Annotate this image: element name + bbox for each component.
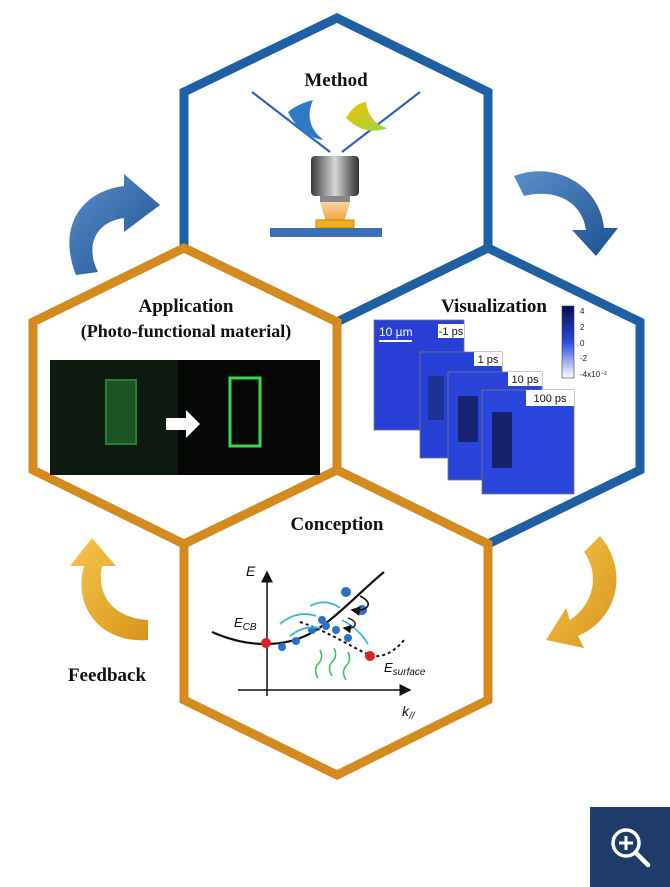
cycle-arrow-top-right <box>514 171 618 256</box>
application-title-line1: Application <box>138 296 233 317</box>
method-title: Method <box>304 70 368 91</box>
axis-x-label-sub: // <box>408 711 416 722</box>
axis-x-label-main: k <box>402 703 410 719</box>
conception-hexagon <box>179 464 493 781</box>
colorbar-tick-3: -2 <box>580 354 588 363</box>
surface-minimum-dot <box>365 651 375 661</box>
emission-arrows <box>314 647 351 681</box>
frame-4-label: 100 ps <box>533 393 567 405</box>
zoom-in-icon <box>611 828 651 868</box>
axis-x-label: k// <box>402 703 416 722</box>
ecb-label-main: E <box>234 615 243 630</box>
colorbar-tick-2: 0 <box>580 339 585 348</box>
relaxation-arrows <box>279 601 369 645</box>
energy-relaxation-arrow-2 <box>342 617 356 634</box>
colorbar: 4 2 0 -2 -4x10⁻² <box>561 305 607 379</box>
colorbar-tick-0: 4 <box>580 307 585 316</box>
axis-y-label: E <box>246 563 256 579</box>
cb-minimum-dot <box>261 638 271 648</box>
colorbar-tick-4: -4x10⁻² <box>580 370 607 379</box>
visualization-title: Visualization <box>441 296 547 317</box>
transient-image-stack: 10 µm -1 ps 1 ps 10 ps 100 ps <box>373 319 575 495</box>
ecb-label-sub: CB <box>243 622 257 633</box>
zoom-button[interactable] <box>590 807 670 887</box>
esurface-label: Esurface <box>384 660 426 678</box>
optical-setup-icon <box>251 91 421 237</box>
scale-bar-label: 10 µm <box>379 325 413 339</box>
energy-relaxation-arrow <box>350 595 369 616</box>
colorbar-tick-1: 2 <box>580 323 585 332</box>
conception-title: Conception <box>291 514 384 535</box>
cycle-arrow-bottom-left <box>70 538 148 641</box>
frame-3-label: 10 ps <box>512 374 539 386</box>
cycle-arrow-top-left <box>69 174 160 275</box>
esurface-label-sub: surface <box>393 667 426 678</box>
application-title-line2: (Photo-functional material) <box>81 321 291 342</box>
esurface-label-main: E <box>384 660 393 675</box>
band-diagram: E k// ECB Esurface <box>211 563 426 722</box>
cycle-arrow-bottom-right <box>546 536 617 648</box>
ecb-label: ECB <box>234 615 257 633</box>
feedback-label: Feedback <box>68 665 147 686</box>
frame-2-label: 1 ps <box>478 354 499 366</box>
frame-1-label: -1 ps <box>439 326 464 338</box>
fluorescence-micrograph <box>50 360 320 475</box>
